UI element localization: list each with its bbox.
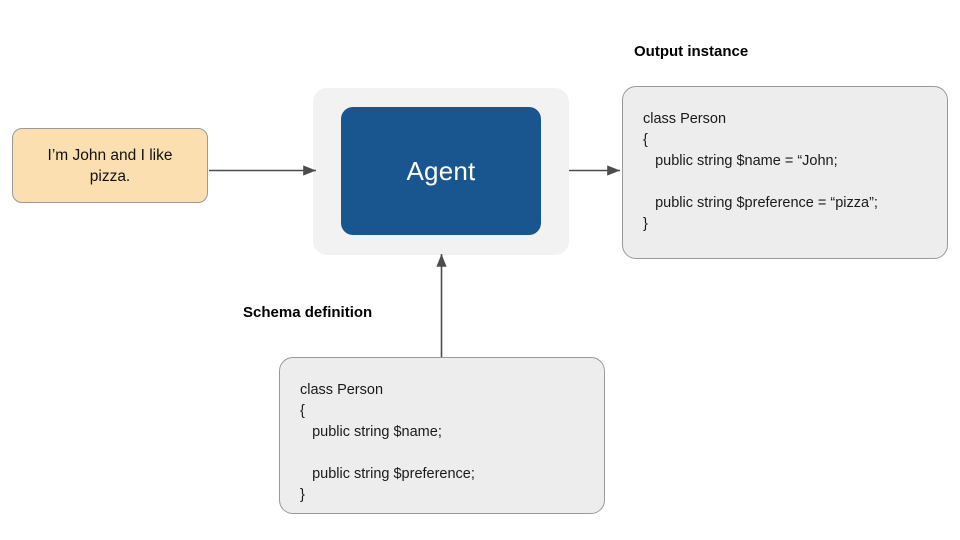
input-utterance-text: I’m John and I like pizza. [47, 146, 173, 185]
code-line [300, 443, 592, 464]
schema-code-lines: class Person { public string $name; publ… [300, 380, 592, 506]
schema-definition-label: Schema definition [243, 304, 373, 321]
code-line: class Person [300, 382, 384, 398]
code-line: public string $preference; [300, 466, 475, 482]
schema-definition-box[interactable]: class Person { public string $name; publ… [279, 357, 605, 514]
code-line: { [643, 132, 648, 148]
output-instance-box[interactable]: class Person { public string $name = “Jo… [622, 86, 948, 259]
code-line [643, 172, 935, 193]
code-line: public string $name; [300, 424, 442, 440]
input-utterance-node[interactable]: I’m John and I like pizza. [12, 128, 208, 203]
output-instance-label: Output instance [634, 43, 749, 60]
output-code-lines: class Person { public string $name = “Jo… [643, 109, 935, 235]
code-line: class Person [643, 111, 727, 127]
code-line: } [300, 487, 305, 503]
agent-label: Agent [406, 155, 476, 186]
code-line: } [643, 216, 648, 232]
code-line: public string $name = “John; [643, 153, 838, 169]
code-line: { [300, 403, 305, 419]
agent-node[interactable]: Agent [341, 107, 541, 235]
code-line: public string $preference = “pizza”; [643, 195, 878, 211]
